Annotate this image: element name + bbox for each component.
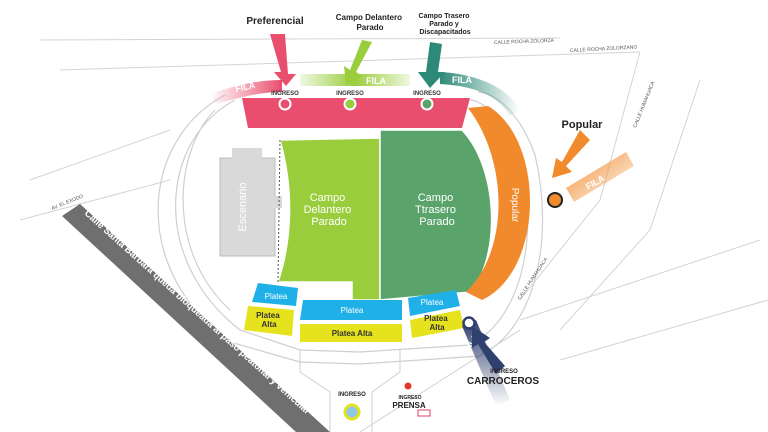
fila-campo-delantero-label: FILA bbox=[366, 76, 386, 86]
callout-popular: Popular bbox=[562, 119, 604, 131]
popular-label: Popular bbox=[509, 188, 520, 223]
street-rocha-line-2 bbox=[59, 51, 641, 71]
ingreso-preferencial-marker[interactable] bbox=[278, 97, 292, 111]
platea-left-label: Platea bbox=[265, 292, 288, 301]
platea-alta-right-label: Platea Alta bbox=[424, 314, 450, 332]
platea-center-label: Platea bbox=[341, 306, 364, 315]
ingreso-campo-trasero-label: INGRESO bbox=[413, 91, 441, 97]
platea-right-label: Platea bbox=[421, 298, 444, 307]
section-platea-alta-right[interactable] bbox=[410, 310, 464, 338]
callout-main-ingreso: INGRESO bbox=[338, 392, 366, 398]
callout-carroceros-ingreso: INGRESO bbox=[490, 369, 518, 375]
section-platea-right[interactable] bbox=[408, 290, 460, 316]
fila-campo-trasero-band bbox=[440, 72, 520, 116]
ingreso-campo-delantero-marker[interactable] bbox=[343, 97, 357, 111]
section-preferencial[interactable] bbox=[242, 98, 470, 128]
ingreso-popular-marker[interactable] bbox=[547, 192, 563, 208]
street-el-exodo-line bbox=[29, 129, 171, 181]
platea-alta-left-label: Platea Alta bbox=[256, 311, 282, 329]
ingreso-prensa-marker[interactable] bbox=[404, 382, 412, 390]
street-diagonal-right bbox=[519, 239, 761, 321]
fila-preferencial-label: FILA bbox=[234, 80, 256, 94]
callout-campo-delantero: Campo Delantero Parado bbox=[336, 13, 404, 32]
arrow-preferencial-icon bbox=[270, 34, 296, 86]
ingreso-carroceros-marker[interactable] bbox=[462, 316, 476, 330]
stage: Escenario bbox=[219, 148, 282, 257]
fila-popular-band bbox=[566, 152, 634, 202]
fila-campo-delantero-band bbox=[300, 74, 410, 86]
ingreso-preferencial-label: INGRESO bbox=[271, 91, 299, 97]
ingreso-markers: INGRESO INGRESO INGRESO bbox=[271, 91, 563, 421]
street-rocha-2-label: CALLE ROCHA ZOLORZANO bbox=[570, 44, 638, 54]
stage-label: Escenario bbox=[237, 183, 249, 232]
callout-carroceros: CARROCEROS bbox=[467, 376, 540, 387]
callout-campo-trasero: Campo Trasero Parado y Discapacitados bbox=[419, 13, 472, 36]
section-platea-left[interactable] bbox=[252, 283, 298, 306]
street-humahuaca-1-label: CALLE HUMAHUACA bbox=[632, 80, 656, 129]
streets bbox=[19, 37, 768, 432]
entrance-walkway bbox=[299, 350, 431, 432]
callout-labels: Preferencial Campo Delantero Parado Camp… bbox=[246, 13, 603, 410]
street-diagonal-right-2 bbox=[559, 299, 768, 361]
fila-preferencial-band bbox=[210, 80, 282, 104]
arrow-popular-icon bbox=[552, 130, 590, 178]
section-platea-alta-center[interactable] bbox=[300, 324, 402, 342]
campo-delantero-label: Campo Delantero Parado bbox=[304, 192, 355, 228]
section-labels: Campo Delantero Parado Campo Ttrasero Pa… bbox=[265, 188, 520, 315]
section-campo-delantero[interactable] bbox=[276, 137, 381, 301]
fila-campo-trasero-label: FILA bbox=[452, 75, 472, 85]
street-humahuaca-2-label: CALLE HUMAHUACA bbox=[517, 256, 550, 301]
arrow-campo-delantero-icon bbox=[344, 40, 372, 84]
santa-barbara-band bbox=[62, 204, 330, 432]
street-humahuaca-line-2 bbox=[559, 79, 701, 331]
section-popular[interactable] bbox=[466, 106, 531, 300]
section-platea-alta-left[interactable] bbox=[244, 306, 294, 336]
callout-arrows bbox=[270, 34, 590, 374]
campo-trasero-label: Campo Ttrasero Parado bbox=[415, 192, 459, 228]
campo-dashed-edge bbox=[277, 139, 281, 283]
ingreso-campo-trasero-marker[interactable] bbox=[420, 97, 434, 111]
platea-alta-labels: Platea Alta Platea Alta Platea Alta bbox=[256, 311, 450, 338]
street-humahuaca-line-1 bbox=[519, 51, 641, 301]
fila-carroceros-band bbox=[462, 320, 510, 406]
ingreso-main-marker[interactable] bbox=[343, 403, 361, 421]
street-rocha-line-1 bbox=[39, 37, 561, 41]
section-platea-center[interactable] bbox=[300, 300, 402, 320]
callout-preferencial: Preferencial bbox=[246, 16, 303, 27]
platea-sections bbox=[244, 283, 464, 342]
platea-alta-center-label: Platea Alta bbox=[332, 329, 373, 338]
arrow-carroceros-icon bbox=[472, 326, 505, 374]
arrow-campo-trasero-icon bbox=[418, 42, 445, 88]
street-rocha-1-label: CALLE ROCHA ZOLORZA bbox=[494, 38, 555, 46]
callout-prensa-ingreso: INGRESO bbox=[398, 395, 421, 401]
callout-prensa: PRENSA bbox=[392, 401, 426, 410]
street-lower-line bbox=[19, 179, 171, 221]
ingreso-campo-delantero-label: INGRESO bbox=[336, 91, 364, 97]
